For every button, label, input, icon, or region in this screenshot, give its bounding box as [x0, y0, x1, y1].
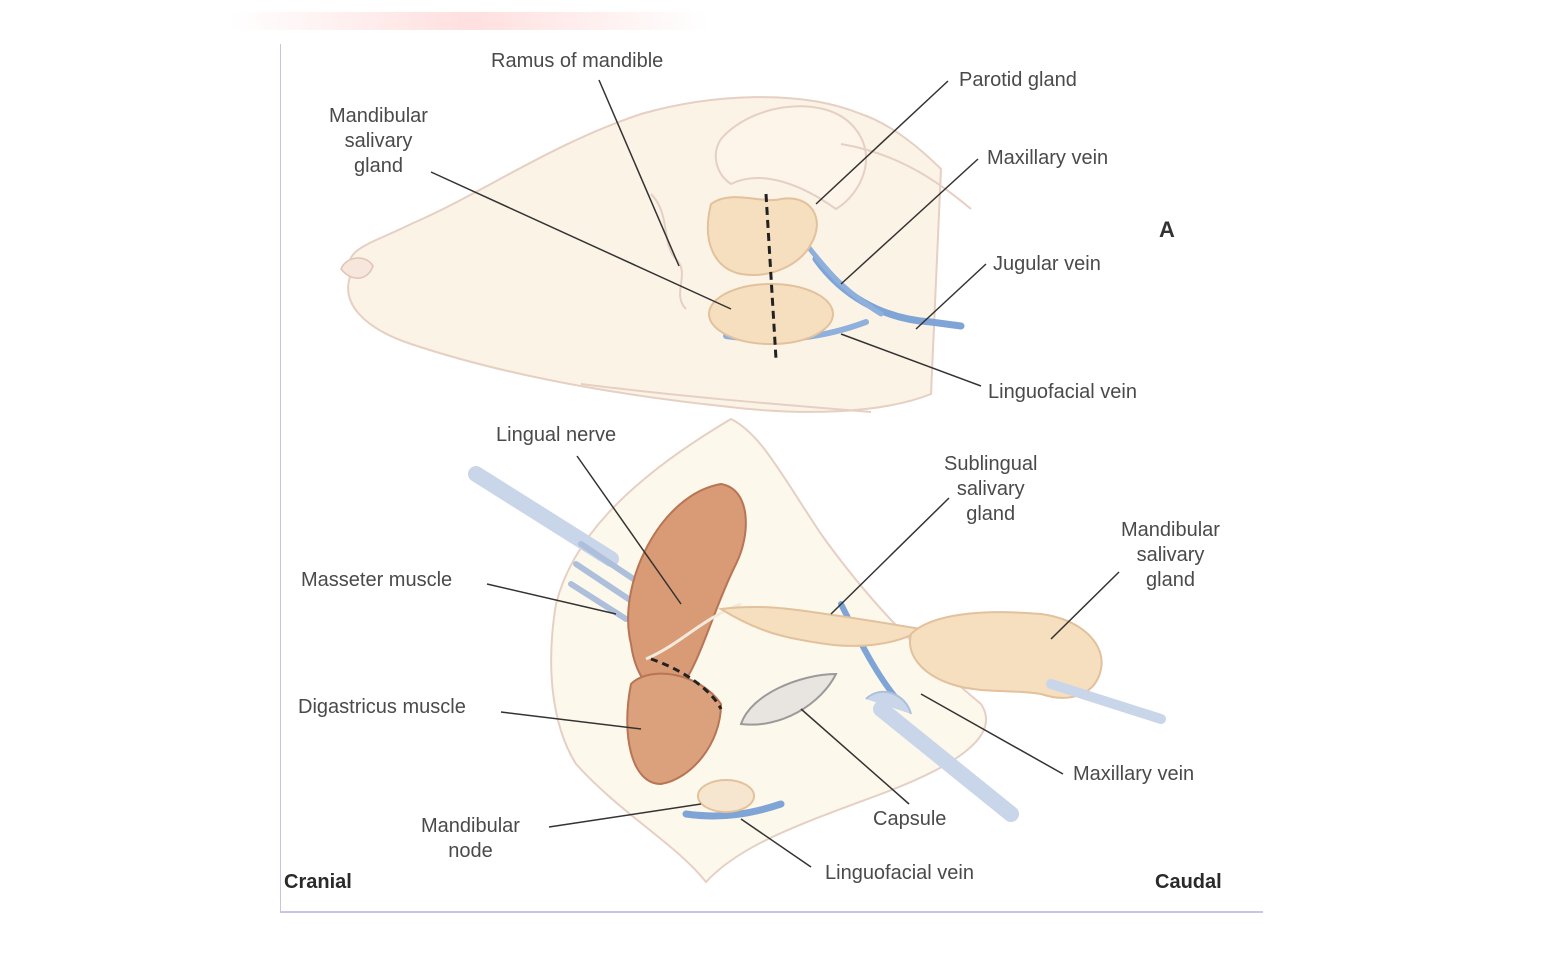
- top-mandibular-gland: [708, 283, 834, 345]
- leader-sublingual: [830, 497, 950, 615]
- mandibular-node-shape: [697, 779, 755, 813]
- label-digastricus-muscle: Digastricus muscle: [298, 696, 466, 718]
- ear: [714, 105, 868, 211]
- retractor-right-tip: [865, 690, 912, 715]
- top-decorative-glow: [230, 12, 710, 30]
- label-masseter-muscle: Masseter muscle: [301, 569, 453, 591]
- bottom-mandibular-gland-shape: [909, 611, 1103, 699]
- label-sublingual-salivary-gland: Sublingual salivary gland: [944, 453, 1038, 525]
- dog-head-illustration: [340, 96, 972, 413]
- leader-maxillary-bottom: [920, 693, 1064, 775]
- jaw-line: [580, 383, 872, 413]
- retractor-left-prongs: [568, 541, 644, 622]
- label-mandibular-salivary-gland-top: Mandibular salivary gland: [329, 105, 428, 177]
- label-ramus-of-mandible: Ramus of mandible: [491, 50, 664, 72]
- label-parotid-gland: Parotid gland: [959, 69, 1077, 91]
- bottom-linguofacial-vein: [682, 800, 785, 820]
- leader-linguofacial-top: [840, 333, 982, 387]
- digastricus-muscle-shape: [626, 672, 723, 786]
- leader-digastricus: [500, 711, 642, 730]
- incision-line-top: [764, 193, 778, 360]
- gland-clamp: [1046, 679, 1166, 724]
- leader-ramus: [598, 79, 680, 267]
- label-linguofacial-vein-bottom: Linguofacial vein: [825, 862, 974, 884]
- label-maxillary-vein-bottom: Maxillary vein: [1073, 763, 1195, 785]
- neck-line: [840, 143, 972, 210]
- capsule-shape: [739, 672, 838, 726]
- label-linguofacial-vein-top: Linguofacial vein: [988, 381, 1137, 403]
- anatomy-illustration: [340, 79, 1166, 884]
- leader-mandibular-gland-top: [430, 171, 732, 310]
- leader-mandibular-node: [548, 803, 702, 828]
- panel-label: A: [1159, 217, 1175, 242]
- retractor-left: [468, 466, 619, 567]
- leader-capsule: [800, 708, 910, 805]
- leader-masseter: [486, 583, 617, 615]
- label-mandibular-node: Mandibular node: [421, 815, 520, 862]
- leader-linguofacial-bottom: [740, 818, 812, 868]
- label-mandibular-salivary-gland-bottom: Mandibular salivary gland: [1121, 519, 1220, 591]
- anatomy-figure: A Ramus of mandible Mandibular salivary …: [280, 44, 1263, 913]
- surgical-field-illustration: [468, 417, 1166, 884]
- label-lingual-nerve: Lingual nerve: [496, 424, 617, 446]
- orientation-caudal: Caudal: [1155, 871, 1222, 893]
- top-maxillary-vein: [803, 241, 884, 317]
- label-capsule: Capsule: [873, 808, 947, 830]
- retractor-right: [873, 701, 1019, 822]
- leader-mandibular-gland-bottom: [1050, 571, 1120, 640]
- nose: [340, 257, 374, 279]
- label-maxillary-vein-top: Maxillary vein: [987, 147, 1109, 169]
- orientation-cranial: Cranial: [284, 871, 352, 893]
- leader-parotid: [815, 80, 949, 205]
- leader-jugular: [915, 263, 987, 330]
- leader-maxillary-top: [840, 158, 979, 285]
- label-jugular-vein: Jugular vein: [993, 253, 1101, 275]
- leader-lingual-nerve: [576, 455, 682, 605]
